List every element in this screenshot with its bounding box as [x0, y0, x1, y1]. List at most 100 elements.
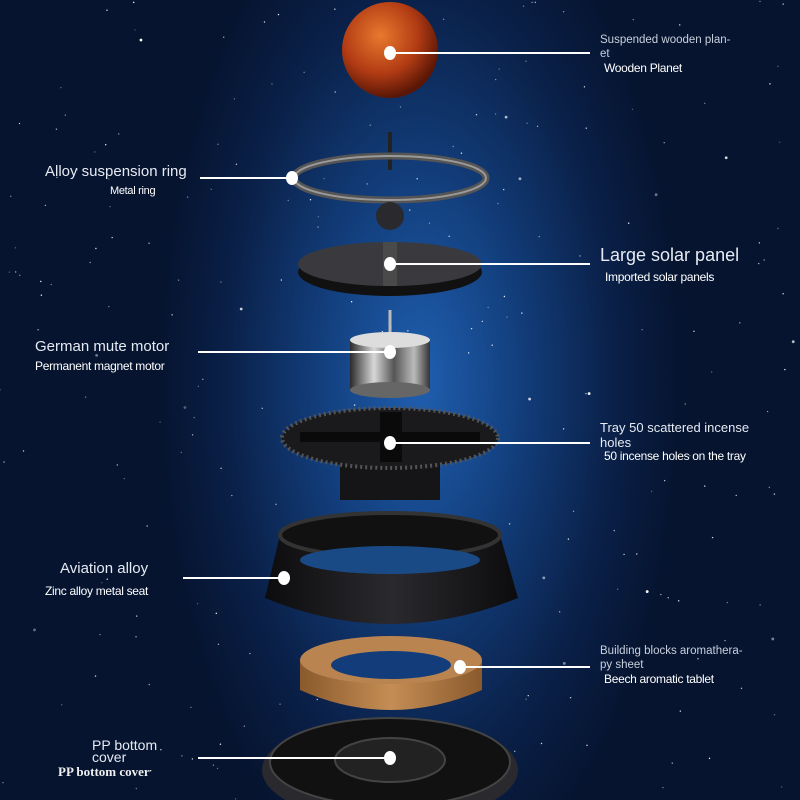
star	[366, 183, 368, 185]
star	[654, 193, 658, 197]
star	[160, 749, 162, 751]
star	[503, 295, 506, 298]
star	[84, 396, 87, 398]
leader-dots	[278, 46, 466, 765]
star	[231, 494, 233, 497]
star	[662, 786, 664, 789]
star	[773, 714, 776, 716]
star	[740, 687, 743, 690]
wood-title-line1: Building blocks aromathera-	[600, 645, 743, 657]
star	[233, 98, 236, 100]
star	[197, 385, 200, 388]
star	[703, 102, 706, 105]
star	[527, 694, 529, 697]
star	[766, 410, 769, 413]
star	[95, 247, 97, 250]
star	[679, 24, 681, 26]
star	[186, 196, 189, 198]
star	[416, 178, 418, 180]
leader-lines	[183, 52, 590, 759]
star	[526, 122, 528, 124]
star	[191, 434, 194, 436]
star	[40, 294, 43, 296]
star	[303, 71, 305, 74]
star	[475, 113, 478, 116]
star	[759, 604, 761, 606]
star	[64, 114, 67, 116]
star	[239, 307, 243, 311]
star	[37, 329, 39, 331]
star	[135, 636, 137, 638]
star	[714, 454, 717, 456]
star	[369, 124, 371, 126]
star	[249, 652, 251, 655]
star	[19, 274, 21, 276]
star	[684, 403, 686, 405]
planet-title-line2: et	[600, 48, 610, 60]
star	[663, 142, 665, 144]
star	[641, 328, 643, 331]
cover-subtitle: PP bottom cover	[58, 764, 150, 779]
star	[217, 643, 220, 645]
star	[61, 704, 63, 706]
star	[191, 758, 194, 760]
star	[177, 279, 180, 281]
star	[139, 38, 143, 42]
star	[217, 143, 219, 145]
star	[735, 494, 737, 497]
star	[627, 222, 630, 224]
star	[72, 593, 74, 595]
metal-ring	[290, 132, 490, 230]
star	[234, 798, 237, 800]
star	[148, 242, 150, 244]
star	[133, 1, 135, 4]
star	[146, 525, 148, 527]
star	[33, 628, 36, 632]
star	[632, 18, 634, 21]
star	[109, 205, 111, 208]
star	[180, 451, 183, 454]
star	[504, 115, 508, 119]
star	[491, 344, 493, 346]
star	[287, 199, 289, 202]
wood-subtitle: Beech aromatic tablet	[604, 672, 714, 686]
star	[40, 280, 42, 283]
star	[317, 226, 319, 228]
star	[50, 283, 52, 286]
star	[399, 106, 402, 108]
star	[99, 633, 101, 636]
star	[14, 271, 17, 273]
star	[739, 322, 741, 324]
star	[704, 485, 706, 487]
ring-subtitle: Metal ring	[110, 185, 156, 197]
star	[193, 416, 195, 419]
motor-title: German mute motor	[35, 338, 170, 355]
star	[220, 281, 222, 283]
star	[660, 593, 662, 596]
star	[663, 479, 666, 482]
star	[587, 392, 591, 395]
star	[579, 255, 581, 257]
star	[540, 742, 543, 745]
star	[708, 757, 711, 760]
star	[508, 523, 511, 525]
star	[316, 698, 318, 701]
star	[271, 83, 273, 85]
star	[235, 163, 238, 166]
star	[202, 378, 204, 381]
star	[780, 786, 783, 788]
tray-title-line1: Tray 50 scattered incense	[600, 420, 750, 435]
star	[693, 330, 695, 333]
star	[183, 406, 187, 409]
star	[159, 421, 161, 423]
motor-subtitle: Permanent magnet motor	[35, 359, 165, 373]
star	[94, 675, 97, 677]
star	[381, 331, 384, 333]
star	[572, 510, 575, 513]
star	[777, 65, 779, 68]
star	[645, 590, 649, 593]
seat-title: Aviation alloy	[60, 560, 149, 577]
star	[616, 588, 619, 590]
star	[350, 301, 353, 303]
